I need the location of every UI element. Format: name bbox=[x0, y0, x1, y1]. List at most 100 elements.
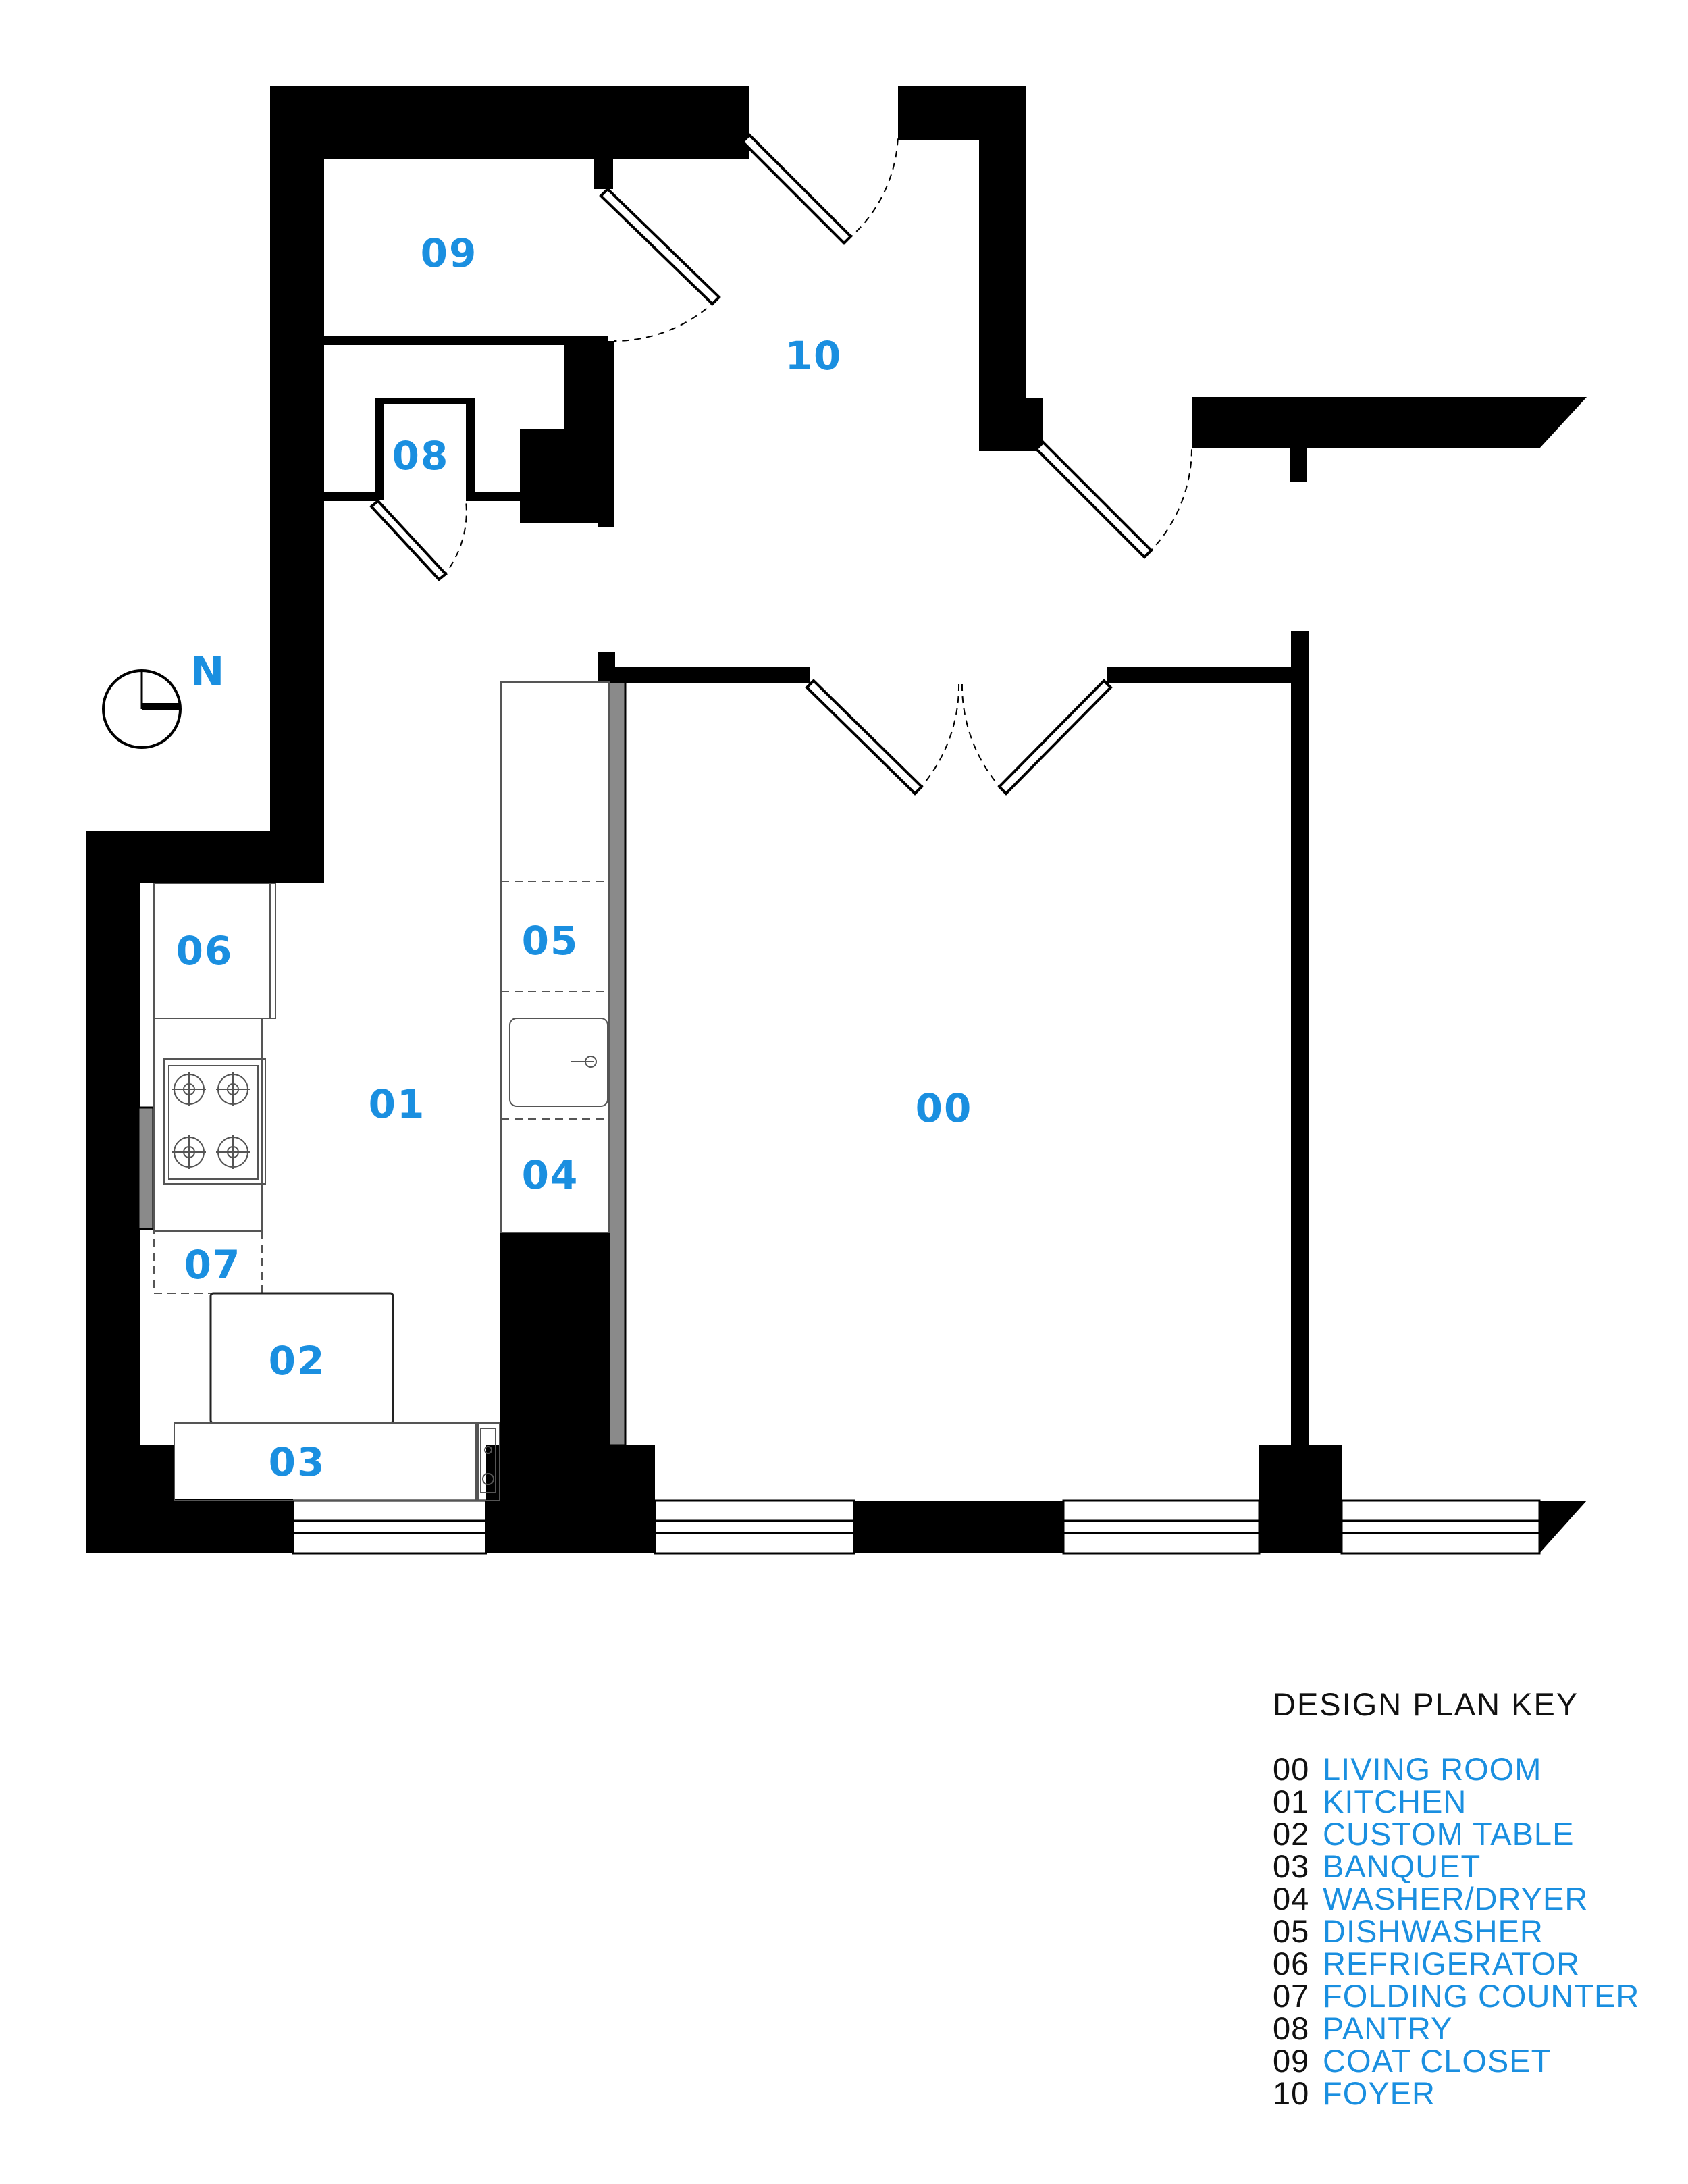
wall-living-north-2 bbox=[1107, 667, 1303, 683]
room-label-05: 05 bbox=[522, 918, 579, 964]
wall-east-end bbox=[1307, 397, 1587, 448]
legend-code: 00 bbox=[1273, 1751, 1310, 1787]
wall-east-foyer bbox=[979, 86, 1026, 451]
wall-pantry-side-right bbox=[466, 398, 475, 500]
north-arrow-icon: N bbox=[102, 648, 224, 749]
sink-icon bbox=[509, 1018, 608, 1107]
legend-code: 06 bbox=[1273, 1946, 1310, 1981]
pantry-door-swing bbox=[442, 500, 467, 578]
legend-name: REFRIGERATOR bbox=[1323, 1946, 1581, 1981]
legend-name: BANQUET bbox=[1323, 1848, 1481, 1884]
legend-code: 04 bbox=[1273, 1881, 1310, 1917]
doors bbox=[369, 133, 1192, 796]
legend-row: 07 FOLDING COUNTER bbox=[1273, 1980, 1678, 2012]
legend-code: 02 bbox=[1273, 1816, 1310, 1852]
window-4 bbox=[1340, 1499, 1541, 1555]
counter-east bbox=[500, 681, 610, 1233]
legend-name: FOLDING COUNTER bbox=[1323, 1978, 1640, 2014]
partition-wall bbox=[608, 681, 627, 1447]
wall-pantry-side bbox=[375, 398, 384, 500]
room-label-08: 08 bbox=[392, 433, 450, 479]
closet-door bbox=[599, 187, 721, 306]
wall-closet-stub bbox=[594, 135, 613, 189]
wall-east-stub bbox=[1290, 397, 1307, 482]
wall-pantry-top bbox=[375, 398, 475, 404]
wall-top-left bbox=[270, 86, 749, 159]
legend-name: CUSTOM TABLE bbox=[1323, 1816, 1575, 1852]
entry-door bbox=[741, 133, 853, 245]
legend-code: 07 bbox=[1273, 1978, 1310, 2014]
legend-row: 02 CUSTOM TABLE bbox=[1273, 1818, 1678, 1850]
bar-sink-icon bbox=[475, 1422, 500, 1501]
legend-name: DISHWASHER bbox=[1323, 1913, 1544, 1949]
wall-living-east bbox=[1291, 631, 1309, 1452]
wall-west-corridor bbox=[270, 86, 324, 883]
legend-row: 04 WASHER/DRYER bbox=[1273, 1883, 1678, 1915]
living-door-left-swing bbox=[918, 681, 960, 791]
entry-door-swing bbox=[847, 134, 899, 240]
room-label-02: 02 bbox=[269, 1338, 326, 1384]
legend-name: LIVING ROOM bbox=[1323, 1751, 1542, 1787]
legend-code: 09 bbox=[1273, 2043, 1310, 2079]
wall-east-foyer-jog bbox=[979, 398, 1043, 451]
legend-name: FOYER bbox=[1323, 2075, 1435, 2111]
fixtures bbox=[153, 681, 610, 1501]
room-label-09: 09 bbox=[421, 230, 478, 276]
counter-west bbox=[153, 1018, 263, 1232]
north-label: N bbox=[190, 648, 224, 696]
living-door-right-swing bbox=[961, 681, 1003, 791]
window-2 bbox=[654, 1499, 855, 1555]
legend-name: COAT CLOSET bbox=[1323, 2043, 1552, 2079]
legend-row: 05 DISHWASHER bbox=[1273, 1915, 1678, 1948]
legend-title: DESIGN PLAN KEY bbox=[1273, 1686, 1579, 1722]
legend-row: 08 PANTRY bbox=[1273, 2012, 1678, 2045]
legend-row: 01 KITCHEN bbox=[1273, 1786, 1678, 1818]
room-label-07: 07 bbox=[184, 1242, 242, 1288]
room-label-03: 03 bbox=[269, 1439, 326, 1485]
wall-column bbox=[1259, 1445, 1342, 1553]
legend-code: 08 bbox=[1273, 2010, 1310, 2046]
legend-row: 03 BANQUET bbox=[1273, 1850, 1678, 1883]
wall-closet-divider bbox=[324, 336, 608, 345]
legend-row: 06 REFRIGERATOR bbox=[1273, 1948, 1678, 1980]
banquet bbox=[174, 1422, 479, 1501]
legend-code: 05 bbox=[1273, 1913, 1310, 1949]
stove-icon bbox=[163, 1058, 266, 1185]
room-label-04: 04 bbox=[522, 1152, 579, 1198]
legend-row: 00 LIVING ROOM bbox=[1273, 1753, 1678, 1786]
window-1 bbox=[292, 1499, 487, 1555]
folding-counter bbox=[153, 1230, 263, 1294]
wall-bottom-end bbox=[1539, 1501, 1587, 1553]
wall-bottom-left-corner bbox=[86, 1445, 174, 1553]
window-3 bbox=[1062, 1499, 1261, 1555]
legend-row: 09 COAT CLOSET bbox=[1273, 2045, 1678, 2077]
legend-name: PANTRY bbox=[1323, 2010, 1453, 2046]
wall-pantry-divider bbox=[324, 492, 377, 501]
east-door bbox=[1034, 440, 1153, 559]
room-label-00: 00 bbox=[916, 1085, 973, 1131]
closet-door-swing bbox=[614, 300, 716, 342]
living-door-left bbox=[805, 679, 924, 796]
wall-pantry-mullion bbox=[598, 341, 614, 527]
living-door-right bbox=[997, 679, 1113, 796]
legend-name: WASHER/DRYER bbox=[1323, 1881, 1589, 1917]
room-label-10: 10 bbox=[785, 333, 843, 379]
east-door-swing bbox=[1147, 448, 1192, 554]
room-label-01: 01 bbox=[369, 1081, 426, 1127]
walls bbox=[86, 86, 1587, 1553]
legend-code: 03 bbox=[1273, 1848, 1310, 1884]
wall-west-kitchen bbox=[86, 831, 140, 1553]
wall-living-north-1 bbox=[598, 667, 810, 683]
legend-name: KITCHEN bbox=[1323, 1784, 1467, 1819]
wall-utility-base bbox=[486, 1445, 655, 1553]
legend-code: 10 bbox=[1273, 2075, 1310, 2111]
fridge-side-panel bbox=[137, 1106, 155, 1230]
wall-pantry-step1 bbox=[520, 429, 567, 523]
legend-row: 10 FOYER bbox=[1273, 2077, 1678, 2110]
legend-code: 01 bbox=[1273, 1784, 1310, 1819]
pantry-door bbox=[369, 499, 448, 581]
room-label-06: 06 bbox=[176, 928, 234, 974]
wall-bottom-mid bbox=[854, 1501, 1063, 1553]
